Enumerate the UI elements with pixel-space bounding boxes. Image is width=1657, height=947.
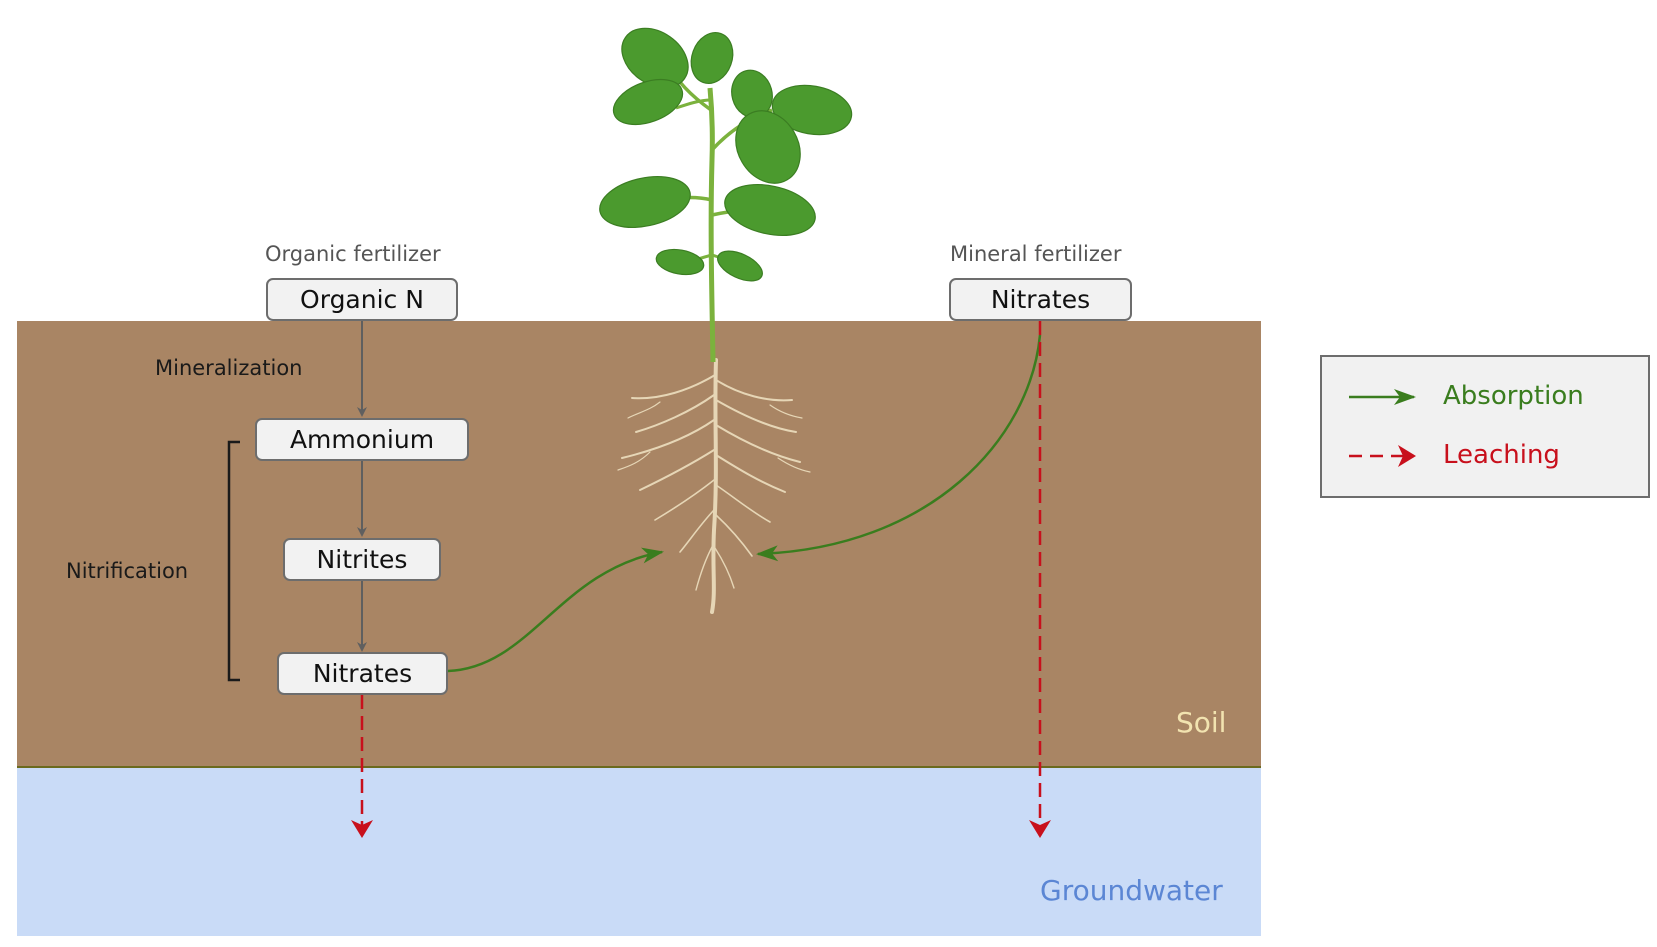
groundwater-label: Groundwater <box>1040 874 1223 907</box>
nitrites-box: Nitrites <box>283 538 441 581</box>
nitrification-label: Nitrification <box>66 559 189 583</box>
organic-n-label: Organic N <box>300 285 424 314</box>
organic-fertilizer-caption: Organic fertilizer <box>265 242 441 266</box>
ammonium-label: Ammonium <box>289 425 435 454</box>
legend-graphics <box>1349 389 1416 467</box>
absorption-arrow-mineral <box>756 334 1042 562</box>
ammonium-box: Ammonium <box>255 418 469 461</box>
mineralization-label: Mineralization <box>155 356 303 380</box>
nitrates-mineral-box: Nitrates <box>949 278 1132 321</box>
legend-leaching-label: Leaching <box>1443 440 1560 470</box>
organic-n-box: Organic N <box>266 278 458 321</box>
mineral-fertilizer-caption: Mineral fertilizer <box>950 242 1122 266</box>
absorption-arrow-organic <box>447 547 664 673</box>
legend: Absorption Leaching <box>1320 355 1650 498</box>
legend-absorption-label: Absorption <box>1443 381 1584 411</box>
groundwater-layer <box>17 768 1261 936</box>
nitrates-organic-label: Nitrates <box>312 659 413 688</box>
plant-roots <box>617 358 811 614</box>
nitrates-organic-box: Nitrates <box>277 652 448 695</box>
plant-leaves <box>599 27 853 282</box>
nitrites-label: Nitrites <box>316 545 408 574</box>
soil-layer <box>17 321 1261 767</box>
nitrates-mineral-label: Nitrates <box>990 285 1091 314</box>
nitrification-bracket <box>227 440 240 682</box>
soil-label: Soil <box>1176 706 1227 739</box>
